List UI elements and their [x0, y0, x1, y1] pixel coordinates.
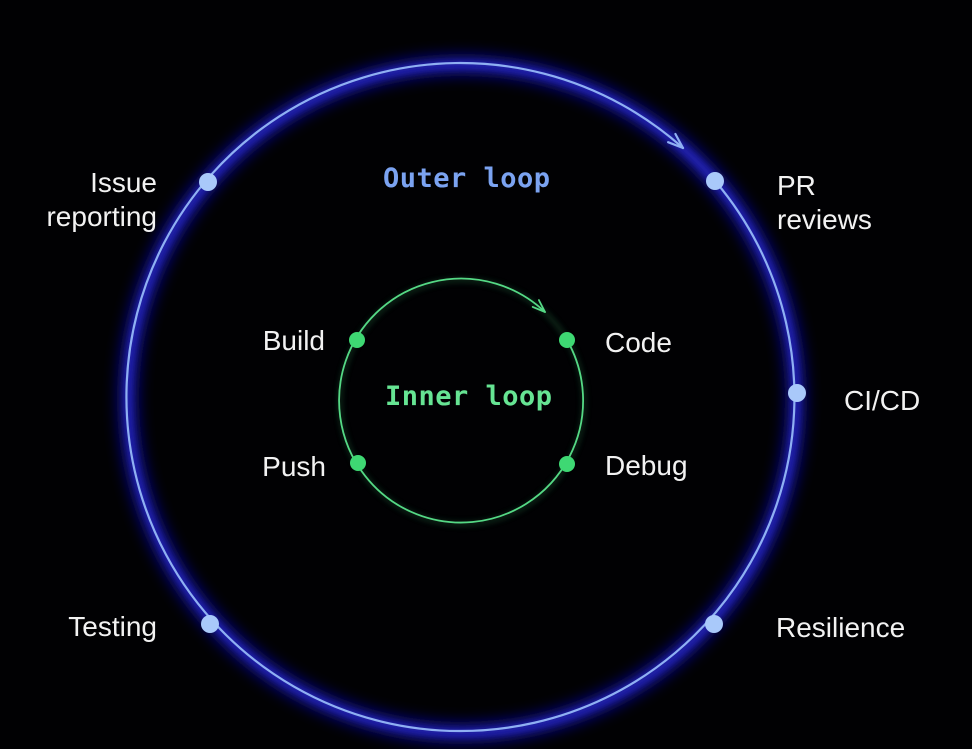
outer-stage-label-testing: Testing	[68, 611, 157, 642]
outer-loop-title: Outer loop	[383, 163, 551, 194]
outer-stage-dot-resilience	[705, 615, 723, 633]
inner-loop-arrowhead-icon	[531, 299, 546, 313]
inner-stage-label-push: Push	[262, 451, 326, 482]
outer-stage-label-resilience: Resilience	[776, 612, 906, 643]
outer-stage-label-pr-reviews: PR reviews	[777, 170, 872, 235]
inner-stage-label-code: Code	[605, 327, 672, 358]
inner-stage-dot-build	[349, 332, 365, 348]
outer-stage-dot-testing	[201, 615, 219, 633]
inner-loop-circle	[338, 277, 584, 524]
outer-stage-label-issue-reporting: Issue reporting	[46, 167, 157, 232]
outer-loop-arrowhead-icon	[667, 132, 685, 150]
inner-stage-dot-debug	[559, 456, 575, 472]
outer-stage-dot-issue-reporting	[199, 173, 217, 191]
outer-stage-label-ci-cd: CI/CD	[844, 385, 921, 416]
inner-stage-dot-code	[559, 332, 575, 348]
inner-stage-label-debug: Debug	[605, 450, 688, 481]
outer-loop-circle	[125, 61, 796, 733]
inner-loop-title: Inner loop	[385, 381, 553, 412]
outer-stage-dot-ci-cd	[788, 384, 806, 402]
inner-stage-dot-push	[350, 455, 366, 471]
inner-stage-label-build: Build	[262, 325, 325, 356]
outer-stage-dot-pr-reviews	[706, 172, 724, 190]
